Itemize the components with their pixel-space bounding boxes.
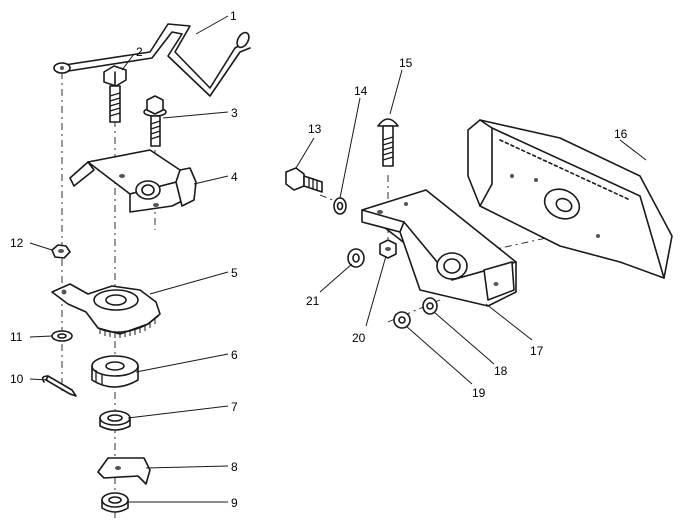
part-10-cotter-pin <box>41 375 77 397</box>
part-14-washer <box>333 197 347 215</box>
part-1-control-rod <box>53 23 251 97</box>
part-4-mounting-bracket <box>69 149 197 213</box>
part-5-gear-sector <box>51 283 161 338</box>
callout-20: 20 <box>352 331 366 345</box>
part-21-nut <box>347 248 365 268</box>
callout-14: 14 <box>354 84 368 98</box>
part-19-nut <box>393 311 411 329</box>
callout-10: 10 <box>10 372 24 386</box>
callout-21: 21 <box>306 294 320 308</box>
callout-19: 19 <box>472 386 486 400</box>
part-16-frame <box>467 119 673 279</box>
callout-15: 15 <box>399 56 413 70</box>
callout-12: 12 <box>10 236 24 250</box>
callout-5: 5 <box>231 266 238 280</box>
callout-7: 7 <box>231 400 238 414</box>
part-18-nut <box>422 297 438 315</box>
part-8-clip-plate <box>97 457 151 485</box>
callout-18: 18 <box>494 364 508 378</box>
callout-11: 11 <box>10 330 23 344</box>
part-12-nut <box>51 244 71 259</box>
part-9-nut <box>101 492 129 513</box>
callout-17: 17 <box>530 344 544 358</box>
part-13-hex-bolt <box>285 167 323 193</box>
callout-6: 6 <box>231 348 238 362</box>
part-6-hub <box>91 355 139 388</box>
part-2-hex-bolt <box>103 65 127 123</box>
callout-4: 4 <box>231 170 238 184</box>
callout-9: 9 <box>231 496 238 510</box>
part-3-flange-bolt <box>143 95 167 147</box>
callout-2: 2 <box>136 45 143 59</box>
leader-lines <box>29 15 647 503</box>
part-7-nut <box>99 410 131 431</box>
callout-8: 8 <box>231 460 238 474</box>
part-17-bracket <box>361 189 517 307</box>
part-20-nut <box>379 239 397 259</box>
part-11-washer <box>51 330 73 342</box>
callout-1: 1 <box>230 9 237 23</box>
callout-3: 3 <box>231 106 238 120</box>
part-15-carriage-bolt <box>377 118 399 167</box>
callout-16: 16 <box>614 127 628 141</box>
callout-13: 13 <box>308 122 322 136</box>
callout-labels: 1 2 3 4 5 6 7 8 9 10 11 12 13 14 15 16 1… <box>10 9 628 510</box>
